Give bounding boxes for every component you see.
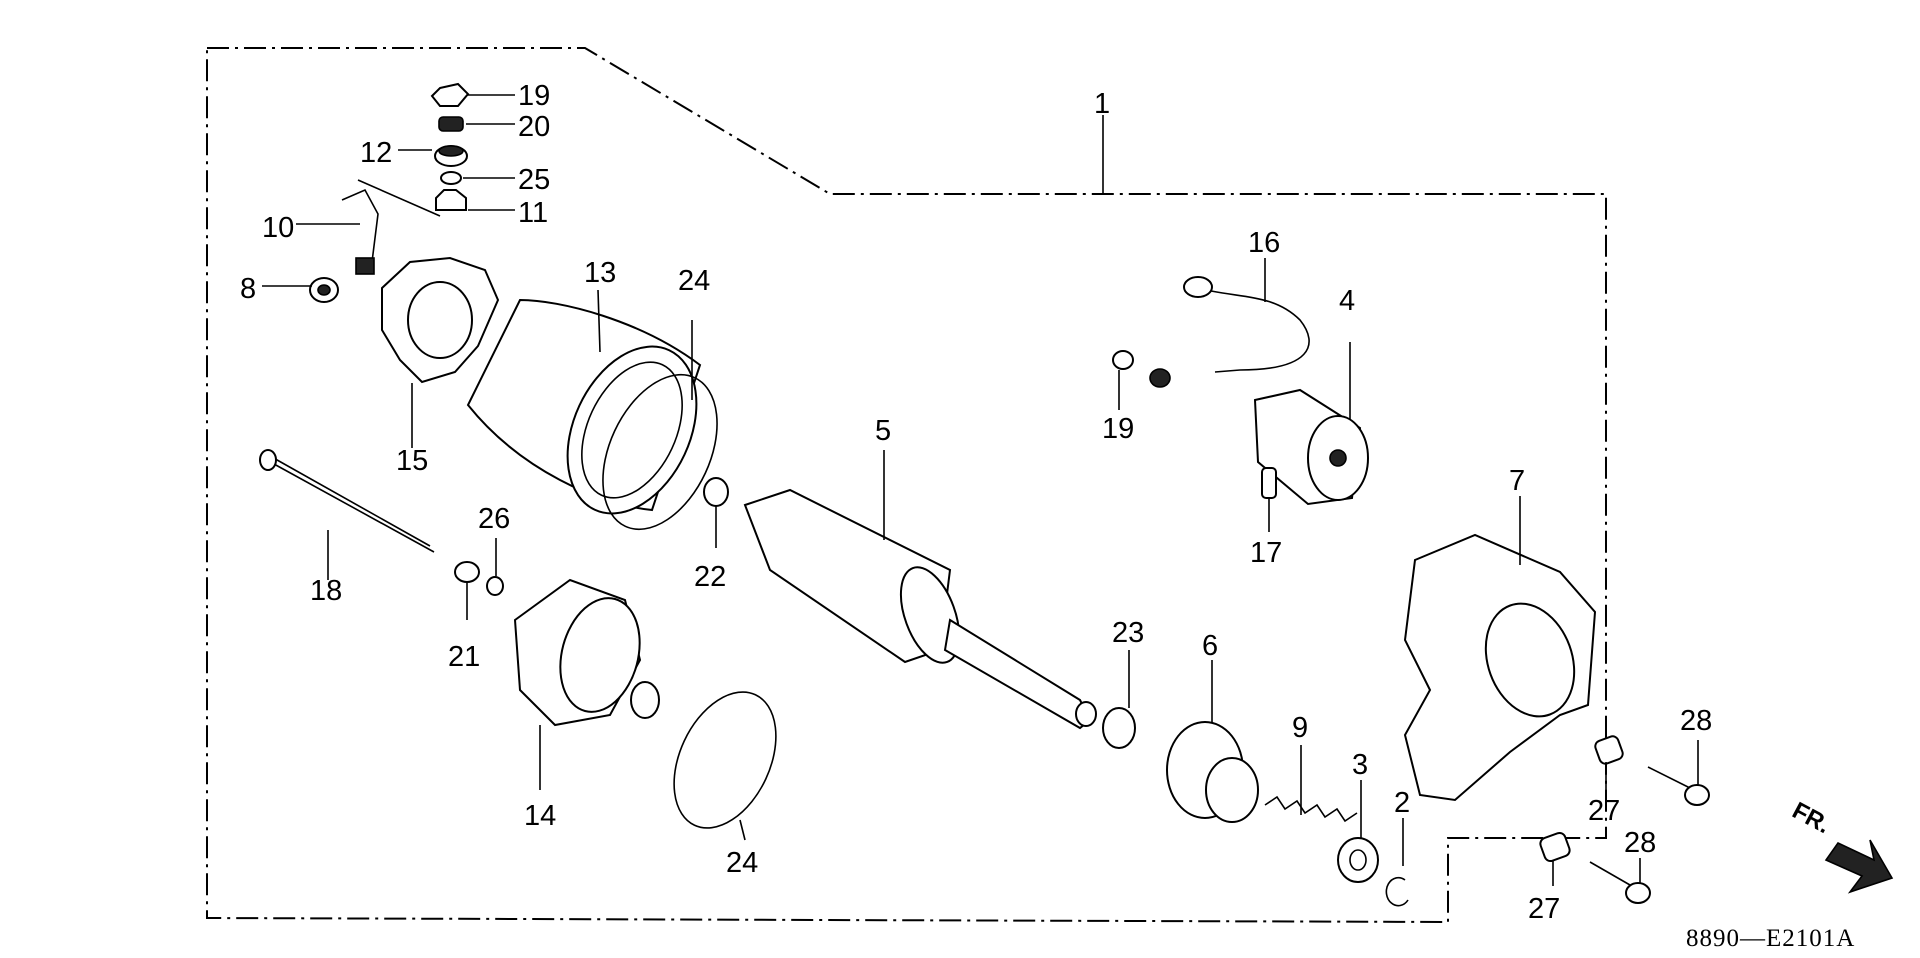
callout-12: 12 — [360, 137, 392, 169]
mounting-bolt-parts — [1589, 766, 1710, 904]
callout-14: 14 — [524, 800, 556, 832]
front-bracket-part — [1403, 533, 1597, 802]
callout-1: 1 — [1094, 88, 1110, 120]
callout-16: 16 — [1248, 227, 1280, 259]
callout-17: 17 — [1250, 537, 1282, 569]
rear-cover-part — [513, 578, 660, 727]
drawing-code: 8890—E2101A — [1686, 925, 1855, 952]
pinion-gear-part — [1166, 721, 1259, 823]
washer-23-part — [1102, 707, 1136, 749]
callout-19-lower: 19 — [1102, 413, 1134, 445]
bolt-17-part — [1261, 467, 1277, 530]
callout-10: 10 — [262, 212, 294, 244]
cable-part — [1189, 284, 1310, 373]
washer-26-part — [486, 576, 504, 596]
callout-19-top: 19 — [518, 80, 550, 112]
terminal-hardware-stack — [430, 82, 470, 211]
callout-20: 20 — [518, 111, 550, 143]
solenoid-part — [1253, 388, 1369, 506]
callout-28-lower: 28 — [1624, 827, 1656, 859]
callout-23: 23 — [1112, 617, 1144, 649]
callout-25: 25 — [518, 164, 550, 196]
callout-27-upper: 27 — [1588, 795, 1620, 827]
washer-22-part — [703, 477, 729, 507]
brush-holder-parts — [309, 179, 441, 303]
nut-small-part — [1149, 368, 1171, 388]
assembly-boundary — [206, 47, 1607, 924]
callout-27-lower: 27 — [1528, 893, 1560, 925]
callout-11: 11 — [518, 197, 548, 229]
collar-part — [1337, 837, 1379, 883]
o-ring-upper-part — [602, 373, 718, 531]
washer-21-part — [454, 561, 480, 583]
callout-4: 4 — [1339, 285, 1355, 317]
callout-24-upper: 24 — [678, 265, 710, 297]
armature-part — [743, 488, 1097, 730]
callout-18: 18 — [310, 575, 342, 607]
front-direction-label: FR. — [1788, 797, 1835, 839]
callout-26: 26 — [478, 503, 510, 535]
callout-21: 21 — [448, 641, 480, 673]
snap-ring-part — [1385, 876, 1409, 907]
callout-13: 13 — [584, 257, 616, 289]
yoke-part — [466, 298, 702, 515]
callout-7: 7 — [1509, 465, 1525, 497]
callout-8: 8 — [240, 273, 256, 305]
callout-6: 6 — [1202, 630, 1218, 662]
nut-19-lower-part — [1112, 350, 1134, 370]
callout-24-lower: 24 — [726, 847, 758, 879]
callout-22: 22 — [694, 561, 726, 593]
front-direction-arrow: FR. — [1788, 797, 1894, 894]
o-ring-lower-part — [673, 691, 777, 829]
spring-part — [1264, 795, 1358, 823]
callout-3: 3 — [1352, 749, 1368, 781]
callout-5: 5 — [875, 415, 891, 447]
callout-labels: 1 19 20 12 25 11 10 8 13 24 16 4 15 5 19… — [240, 80, 1712, 925]
callout-15: 15 — [396, 445, 428, 477]
dowel-pin-parts — [1539, 735, 1624, 863]
leader-lines — [262, 94, 1699, 886]
through-bolt-part — [259, 449, 435, 553]
callout-2: 2 — [1394, 787, 1410, 819]
callout-9: 9 — [1292, 712, 1308, 744]
callout-28-upper: 28 — [1680, 705, 1712, 737]
